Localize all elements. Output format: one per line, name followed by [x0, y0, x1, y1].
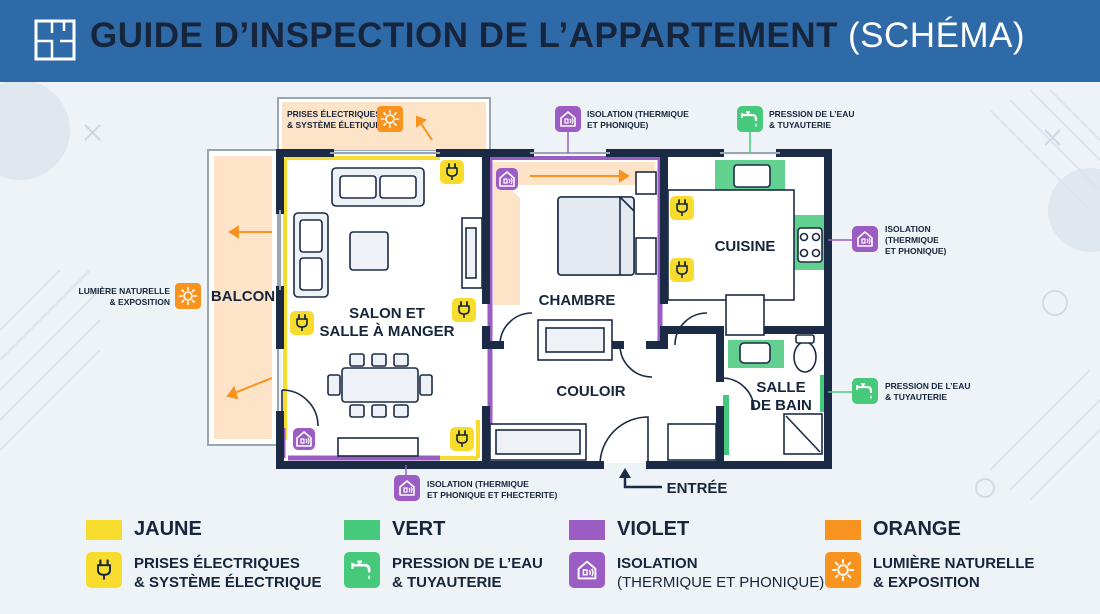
faucet-icon [344, 552, 380, 588]
page-subtitle: (SCHÉMA) [848, 16, 1026, 55]
callout-isolation-right-line1: ISOLATION [885, 224, 931, 234]
furniture [293, 164, 823, 461]
light-zone [493, 172, 520, 305]
legend-swatch-orange [825, 520, 861, 540]
callout-isolation-right: ISOLATION (THERMIQUE ET PHONIQUE) [828, 224, 947, 256]
room-labels: BALCON SALON ET SALLE À MANGER CHAMBRE C… [211, 238, 812, 497]
callout-pression-top: PRESSION DE L’EAU & TUYAUTERIE [737, 106, 855, 153]
legend-desc: PRISES ÉLECTRIQUES& SYSTÈME ÉLECTRIQUE [134, 555, 322, 591]
legend-color-name: ORANGE [873, 518, 961, 540]
callout-pression-right: PRESSION DE L’EAU & TUYAUTERIE [828, 378, 971, 404]
callout-isolation-top-line2: ET PHONIQUE) [587, 120, 649, 130]
room-label-balcon: BALCON [211, 288, 275, 305]
callout-isolation-right-line3: ET PHONIQUE) [885, 246, 947, 256]
room-label-couloir: COULOIR [556, 383, 625, 400]
legend: JAUNE PRISES ÉLECTRIQUES& SYSTÈME ÉLECTR… [0, 508, 1100, 614]
entrance-arrow [619, 468, 662, 489]
callout-lumiere-line1: LUMIÈRE NATURELLE [79, 286, 171, 296]
room-label-sdb-1: SALLE [756, 379, 805, 396]
plug-icon [670, 196, 694, 220]
callout-pression-top-line1: PRESSION DE L’EAU [769, 109, 855, 119]
callout-isolation-bottom-line1: ISOLATION (THERMIQUE [427, 479, 529, 489]
callout-prises-line1: PRISES ÉLECTRIQUES [287, 109, 381, 119]
legend-color-name: VERT [392, 518, 446, 540]
room-label-salon-2: SALLE À MANGER [320, 323, 455, 340]
legend-desc: PRESSION DE L’EAU& TUYAUTERIE [392, 555, 543, 591]
plug-icon [452, 298, 476, 322]
legend-swatch-green [344, 520, 380, 540]
plug-icon [670, 258, 694, 282]
doors [281, 312, 755, 466]
plug-icon [290, 311, 314, 335]
legend-color-name: VIOLET [617, 518, 690, 540]
room-label-cuisine: CUISINE [715, 238, 776, 255]
plug-icon [86, 552, 122, 588]
header-bar: GUIDE D’INSPECTION DE L’APPARTEMENT(SCHÉ… [0, 0, 1100, 82]
background-decoration [0, 82, 1100, 501]
insulation-markers [293, 168, 518, 450]
callout-isolation-top-line1: ISOLATION (THERMIQUE [587, 109, 689, 119]
callout-pression-right-line1: PRESSION DE L’EAU [885, 381, 971, 391]
legend-swatch-yellow [86, 520, 122, 540]
plug-markers [290, 160, 694, 451]
callout-pression-top-line2: & TUYAUTERIE [769, 120, 831, 130]
callout-pression-right-line2: & TUYAUTERIE [885, 392, 947, 402]
plug-icon [440, 160, 464, 184]
floor-plan: PRISES ÉLECTRIQUES & SYSTÈME ÉLETIQUE IS… [0, 82, 1100, 501]
callout-isolation-right-line2: (THERMIQUE [885, 235, 939, 245]
faucet-icon [737, 106, 763, 132]
sun-icon [825, 552, 861, 588]
light-zone-top [493, 162, 655, 185]
legend-desc: ISOLATION(THERMIQUE ET PHONIQUE) [617, 555, 825, 591]
callout-lumiere-line2: & EXPOSITION [110, 297, 170, 307]
room-label-sdb-2: DE BAIN [750, 397, 812, 414]
callout-prises-line2: & SYSTÈME ÉLETIQUE [287, 120, 381, 130]
legend-desc: LUMIÈRE NATURELLE& EXPOSITION [873, 555, 1035, 591]
legend-swatch-violet [569, 520, 605, 540]
legend-color-name: JAUNE [134, 518, 202, 540]
callout-prises: PRISES ÉLECTRIQUES & SYSTÈME ÉLETIQUE [287, 106, 403, 132]
plug-icon [450, 427, 474, 451]
callout-isolation-bottom: ISOLATION (THERMIQUE ET PHONIQUE ET FHEC… [394, 465, 558, 501]
faucet-icon [852, 378, 878, 404]
room-label-salon-1: SALON ET [349, 305, 425, 322]
callout-isolation-bottom-line2: ET PHONIQUE ET FHECTERITE) [427, 490, 558, 500]
callout-lumiere: LUMIÈRE NATURELLE & EXPOSITION [79, 283, 201, 309]
room-label-chambre: CHAMBRE [539, 292, 616, 309]
floorplan-icon [34, 19, 76, 61]
room-label-entree: ENTRÉE [667, 480, 728, 497]
callout-isolation-top: ISOLATION (THERMIQUE ET PHONIQUE) [555, 106, 689, 153]
house-sound-icon [569, 552, 605, 588]
page-title: GUIDE D’INSPECTION DE L’APPARTEMENT(SCHÉ… [90, 16, 1026, 55]
light-arrows [226, 115, 630, 400]
